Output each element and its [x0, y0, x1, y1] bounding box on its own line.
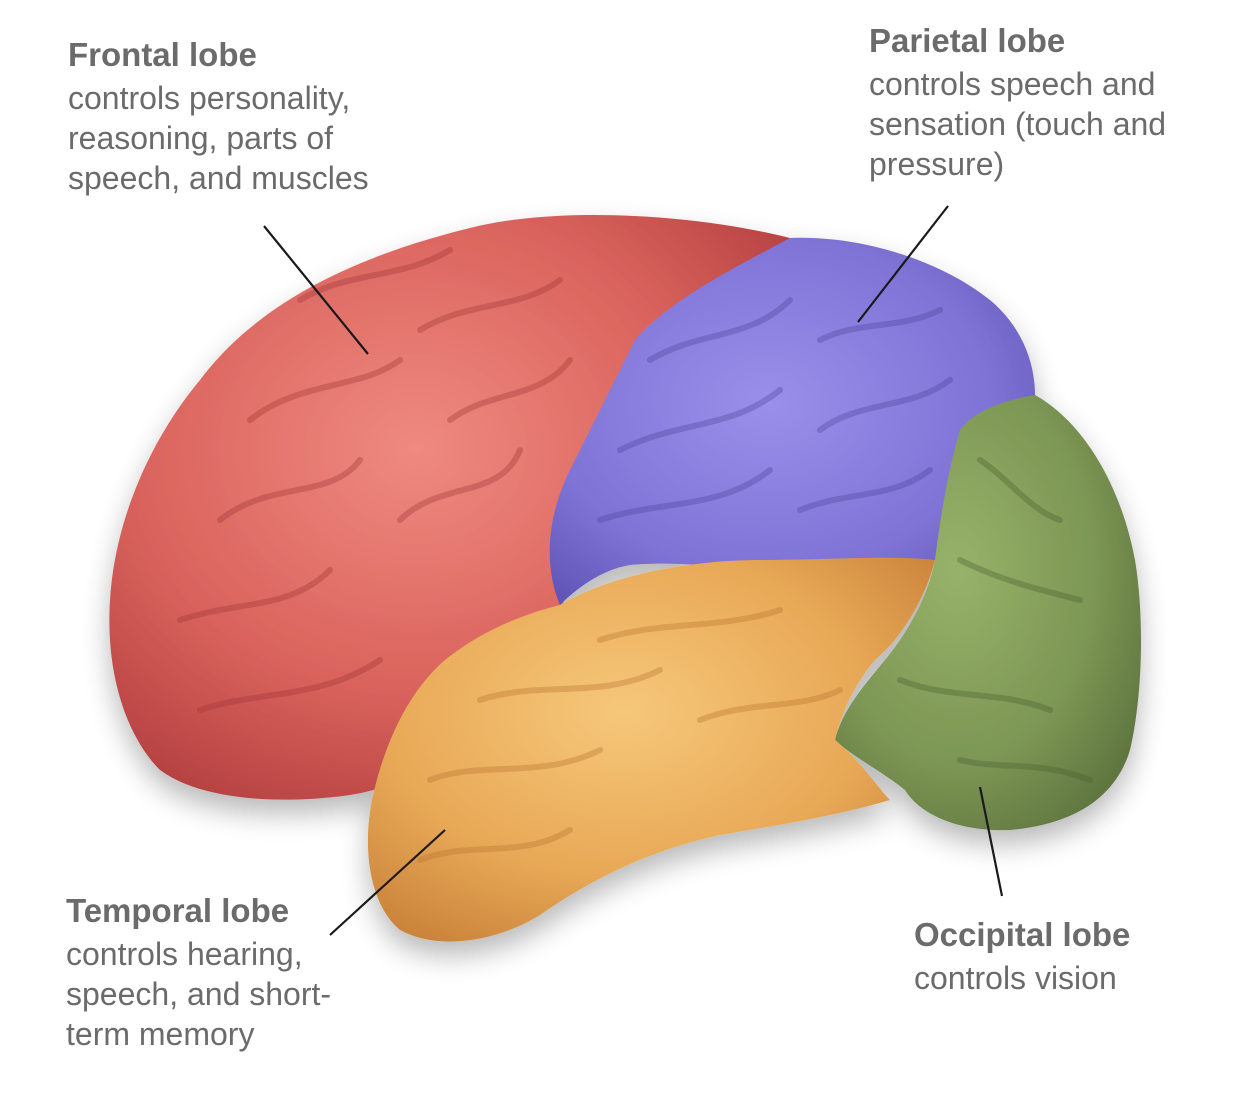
- frontal-lobe-label: Frontal lobe controls personality, reaso…: [68, 36, 448, 198]
- occipital-desc-line: controls vision: [914, 960, 1117, 996]
- frontal-leader-line: [263, 225, 369, 355]
- occipital-leader-line: [978, 786, 1004, 897]
- occipital-lobe-region: [835, 395, 1142, 831]
- occipital-lobe-label: Occipital lobe controls vision: [914, 916, 1214, 998]
- temporal-desc-line: term memory: [66, 1016, 255, 1052]
- parietal-lobe-label: Parietal lobe controls speech and sensat…: [869, 22, 1229, 184]
- parietal-desc-line: sensation (touch and: [869, 106, 1167, 142]
- parietal-leader-line: [857, 205, 949, 323]
- parietal-lobe-title: Parietal lobe: [869, 22, 1066, 59]
- temporal-lobe-label: Temporal lobe controls hearing, speech, …: [66, 892, 406, 1054]
- parietal-desc-line: controls speech and: [869, 66, 1156, 102]
- temporal-lobe-title: Temporal lobe: [66, 892, 290, 929]
- frontal-lobe-description: controls personality, reasoning, parts o…: [68, 78, 448, 198]
- occipital-lobe-description: controls vision: [914, 958, 1214, 998]
- parietal-lobe-description: controls speech and sensation (touch and…: [869, 64, 1229, 184]
- temporal-desc-line: speech, and short-: [66, 976, 332, 1012]
- temporal-desc-line: controls hearing,: [66, 936, 303, 972]
- temporal-leader-line: [329, 829, 446, 936]
- frontal-desc-line: reasoning, parts of: [68, 120, 334, 156]
- parietal-desc-line: pressure): [869, 146, 1005, 182]
- frontal-lobe-region: [109, 214, 790, 800]
- temporal-lobe-description: controls hearing, speech, and short- ter…: [66, 934, 406, 1054]
- frontal-desc-line: controls personality,: [68, 80, 351, 116]
- occipital-lobe-title: Occipital lobe: [914, 916, 1131, 953]
- frontal-desc-line: speech, and muscles: [68, 160, 369, 196]
- frontal-lobe-title: Frontal lobe: [68, 36, 257, 73]
- parietal-lobe-region: [549, 237, 1035, 605]
